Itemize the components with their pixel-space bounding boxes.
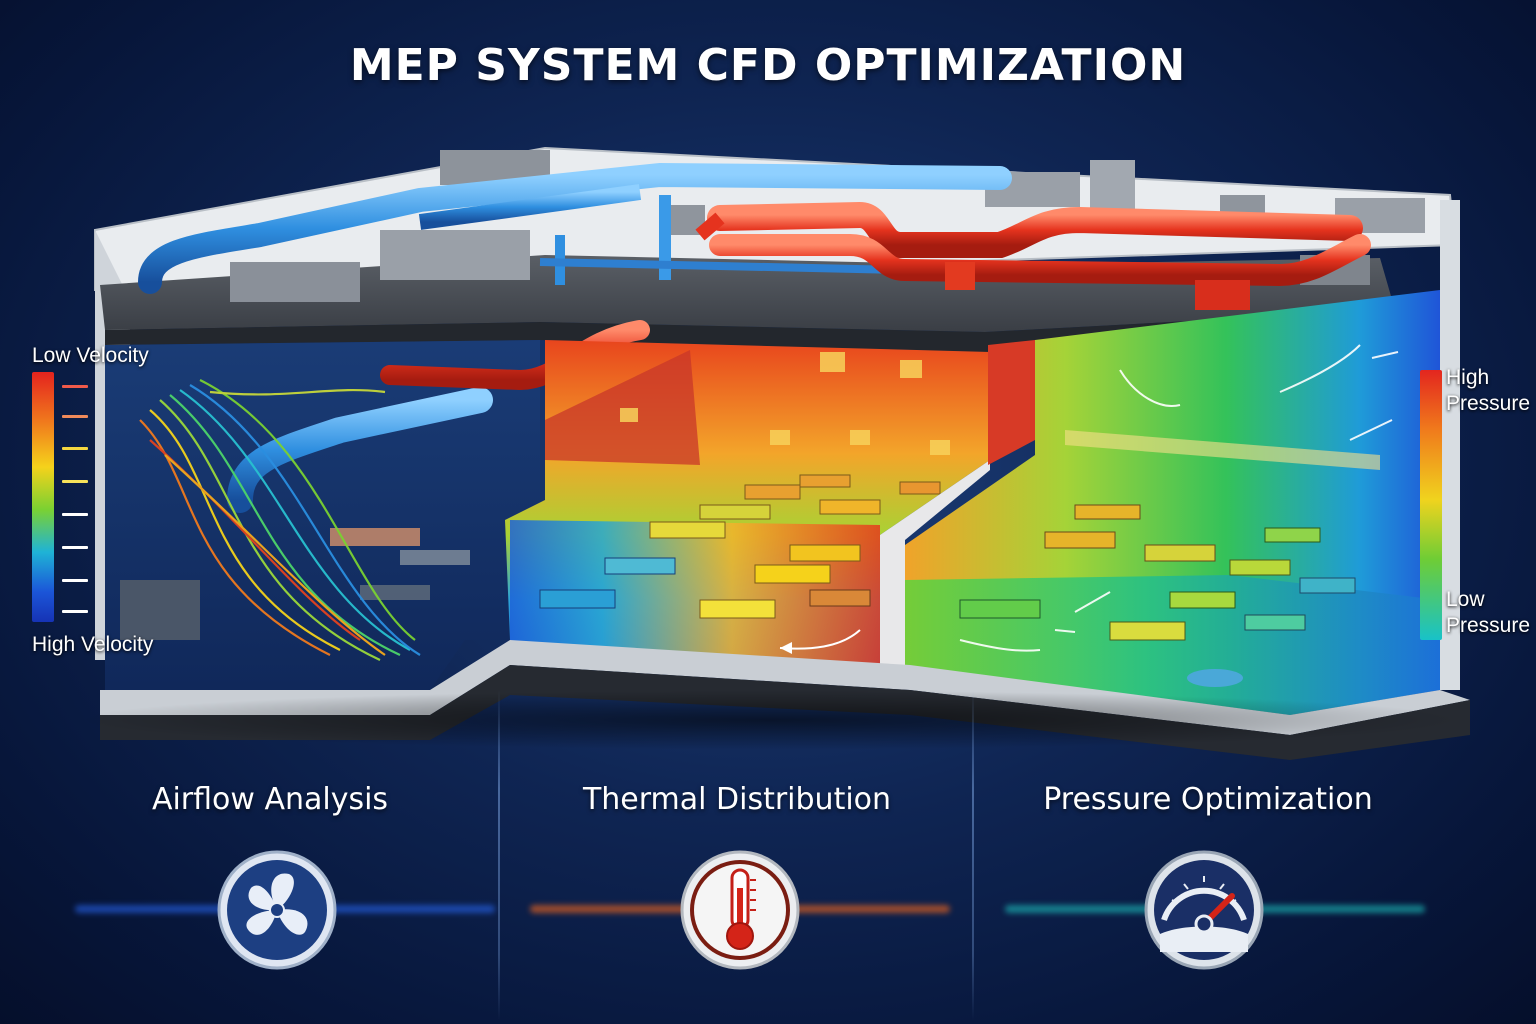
velocity-tick — [62, 513, 88, 516]
section-divider — [498, 690, 500, 1020]
velocity-tick — [62, 546, 88, 549]
velocity-tick — [62, 610, 88, 613]
feature-label-airflow: Airflow Analysis — [151, 782, 389, 817]
building-shadow — [70, 690, 1470, 750]
velocity-tick — [62, 480, 88, 483]
pressure-legend-low-line2: Pressure — [1446, 614, 1531, 637]
feature-label-pressure: Pressure Optimization — [1043, 782, 1373, 817]
section-divider — [972, 690, 974, 1020]
pressure-color-scale — [1420, 370, 1442, 640]
velocity-legend-bottom-label: High Velocity — [32, 633, 154, 656]
velocity-tick — [62, 415, 88, 418]
velocity-tick — [62, 385, 88, 388]
pressure-legend-low-line1: Low — [1446, 588, 1485, 611]
pressure-legend-high-line1: High — [1446, 366, 1490, 389]
velocity-tick — [62, 447, 88, 450]
pressure-legend-high-line2: Pressure — [1446, 392, 1531, 415]
velocity-color-scale — [32, 372, 54, 622]
pressure-gauge-icon — [1142, 848, 1266, 972]
thermometer-icon — [678, 848, 802, 972]
building-cutaway-illustration — [94, 146, 1470, 760]
page-title: MEP SYSTEM CFD OPTIMIZATION — [349, 40, 1187, 91]
feature-label-thermal: Thermal Distribution — [582, 782, 892, 817]
fan-icon — [215, 848, 339, 972]
velocity-legend-top-label: Low Velocity — [32, 344, 149, 367]
velocity-tick — [62, 579, 88, 582]
